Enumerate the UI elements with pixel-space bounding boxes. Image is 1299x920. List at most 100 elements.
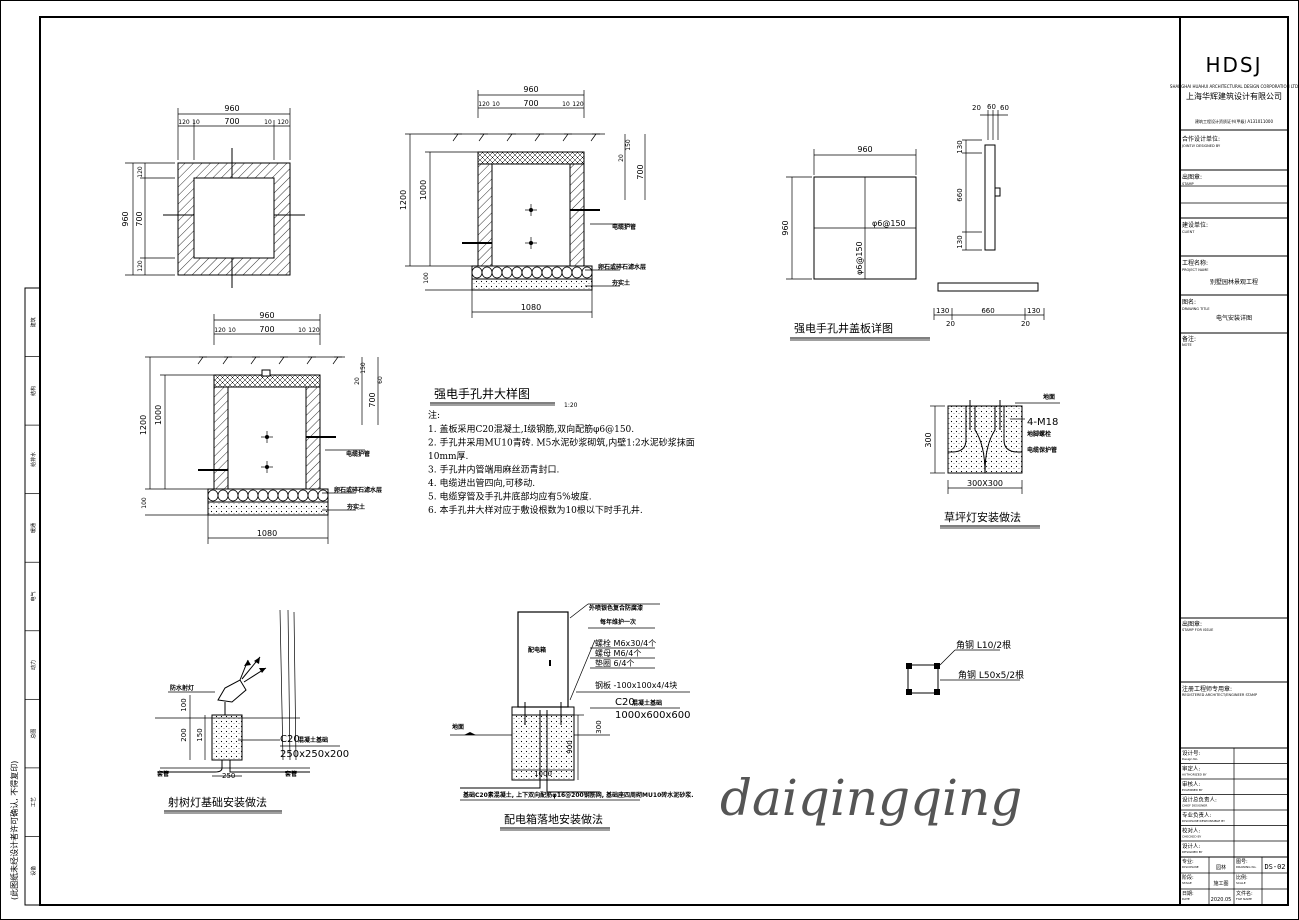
side-strip-label: 设备 [30,866,37,876]
tree-size: 250x250x200 [280,749,349,760]
drawing-label: 图名: [1182,298,1196,306]
lawn-ground: 地面 [1043,393,1055,401]
lawn-bolts: 4-M18 [1027,417,1058,428]
dim-sec2-150: 150 [360,362,367,374]
side-strip-label: 建筑 [30,317,37,327]
note-en: NOTE [1182,343,1192,347]
dim-cover-h960: 960 [781,220,790,235]
dim-sec2-60: 60 [377,376,384,384]
box-concrete: C20 [615,697,635,708]
box-concrete-note: 混凝土基础 [632,699,662,707]
cover-rebar-v: φ6@150 [855,241,864,275]
seal-en: STAMP [1182,182,1194,186]
box-d1000: 1000 [534,770,552,778]
tree-title: 射树灯基础安装做法 [168,795,267,809]
date-value: 2020.05 [1211,897,1232,903]
dim-sec1-100: 100 [423,272,430,284]
dwgno-en: DRAWING No. [1236,865,1257,869]
notes-head: 注: [428,409,440,421]
tree-d100: 100 [180,698,188,711]
reg-label: 注册工程师专用章: [1182,685,1232,693]
handhole-plan: 960 700 120 10 10 120 960 700 120 120 [121,104,305,288]
project-en: PROJECT NAME [1182,268,1208,272]
cover-rebar-h: φ6@150 [872,219,906,228]
dim-sec2-960: 960 [259,311,274,320]
lawn-h300: 300 [924,432,933,447]
note-line: 6. 本手孔井大样对应于敷设根数为10根以下时手孔井. [428,504,643,516]
tb-row-en: CHIEF DESIGNER [1182,804,1207,808]
tb-row-en: CHECKED BY [1182,835,1201,839]
cover-title: 强电手孔井盖板详图 [794,321,893,335]
date-en: DATE [1182,897,1190,901]
note-label: 备注: [1182,335,1196,343]
dim-sec1-1200: 1200 [399,190,408,210]
dim-sec1-1000: 1000 [419,180,428,200]
box-bolt2: 螺母 M6/4个 [595,648,641,658]
dim-plan-10-l: 10 [192,119,200,126]
dim-sec1-10-r: 10 [562,101,570,108]
dim-sec2-10-l: 10 [228,327,236,334]
tree-pipe-r: 套管 [285,770,297,778]
drawing-value: 电气安装详图 [1216,314,1252,322]
stamp-label: 出图章: [1182,620,1202,628]
dim-plan-v960: 960 [121,211,130,226]
side-strip-label: 结构 [30,386,37,396]
handhole-scale: 1:20 [564,402,578,409]
stage-label: 阶段: [1182,874,1194,881]
tree-d150: 150 [196,728,204,741]
tb-row-label: 审核人: [1182,780,1201,788]
side-strip-label: 给排水 [30,452,37,467]
dim-cover-60: 60 [987,103,996,111]
side-strip-label: 总图 [30,729,37,739]
project-value: 别墅园林景观工程 [1210,278,1258,286]
dim-cover-60b: 60 [1000,104,1009,112]
dim-cover-w960: 960 [857,145,872,154]
reg-en: REGISTERED ARCHITECT/ENGINEER STAMP [1182,693,1257,697]
label-sec1-base: 夯实土 [611,279,630,287]
lawn-pipe: 电缆保护管 [1027,446,1057,454]
scale-label: 比例: [1236,874,1248,881]
tb-row-en: EXAMINED BY [1182,788,1203,792]
coop-label: 合作设计单位: [1182,135,1220,143]
handhole-section-top: 960 700 120 10 10 120 1200 1000 100 20 1… [399,85,646,318]
dim-sec2-120-l: 120 [214,327,226,334]
tree-d200: 200 [180,728,188,741]
dim-cover-20: 20 [972,104,981,112]
box-paint2: 每年维护一次 [599,618,636,626]
dim-sec2-120-r: 120 [308,327,320,334]
steel-b: 角钢 L50x5/2根 [958,669,1024,681]
dim-plan-700: 700 [224,117,239,126]
dim-cover-b20b: 20 [1021,320,1030,328]
lawn-anchor: 地脚螺栓 [1027,430,1051,438]
tb-row-label: 校对人: [1182,827,1201,835]
note-line: 1. 盖板采用C20混凝土,I级钢筋,双向配筋φ6@150. [428,423,634,435]
dim-sec1-960: 960 [523,85,538,94]
dim-sec2-1080: 1080 [257,529,277,538]
scale-en: SCALE [1236,881,1246,885]
dim-cover-b20: 20 [946,320,955,328]
note-line: 4. 电缆进出管四向,可移动. [428,477,535,489]
tree-lamp-label: 防水射灯 [170,684,194,692]
dim-plan-v120-t: 120 [137,166,144,178]
dim-plan-10-r: 10 [264,119,272,126]
coop-en: JOINTLY DESIGNED BY [1181,144,1221,148]
box-bolt1: 螺栓 M6x30/4个 [595,638,656,648]
tb-row-label: 审定人: [1182,765,1201,773]
note-line: 5. 电缆穿管及手孔井底部均应有5%坡度. [428,491,592,503]
tree-d250: 250 [222,772,235,780]
tb-row-label: 设计总负责人: [1182,796,1217,804]
title-block: HDSJ SHANGHAI HUAHUI ARCHITECTURAL DESIG… [1170,17,1298,905]
logo: HDSJ [1205,53,1262,77]
major-label: 专业: [1182,858,1194,865]
tb-row-en: DISCIPLINE RESPONSIBLE BY [1182,819,1225,823]
dim-cover-660: 660 [956,188,964,201]
dim-cover-b130b: 130 [1027,307,1040,315]
label-sec2-base: 夯实土 [346,503,365,511]
dim-sec2-1000: 1000 [154,405,163,425]
tree-pipe-l: 套管 [157,770,169,778]
side-strip-label: 工艺 [31,797,37,807]
date-label: 日期: [1182,891,1194,897]
label-sec2-pipe: 电缆护管 [346,450,370,458]
tb-row-label: 设计号: [1182,749,1201,757]
note-line: 2. 手孔井采用MU10青砖. M5水泥砂浆砌筑,内壁1:2水泥砂浆抹面 [428,437,695,449]
